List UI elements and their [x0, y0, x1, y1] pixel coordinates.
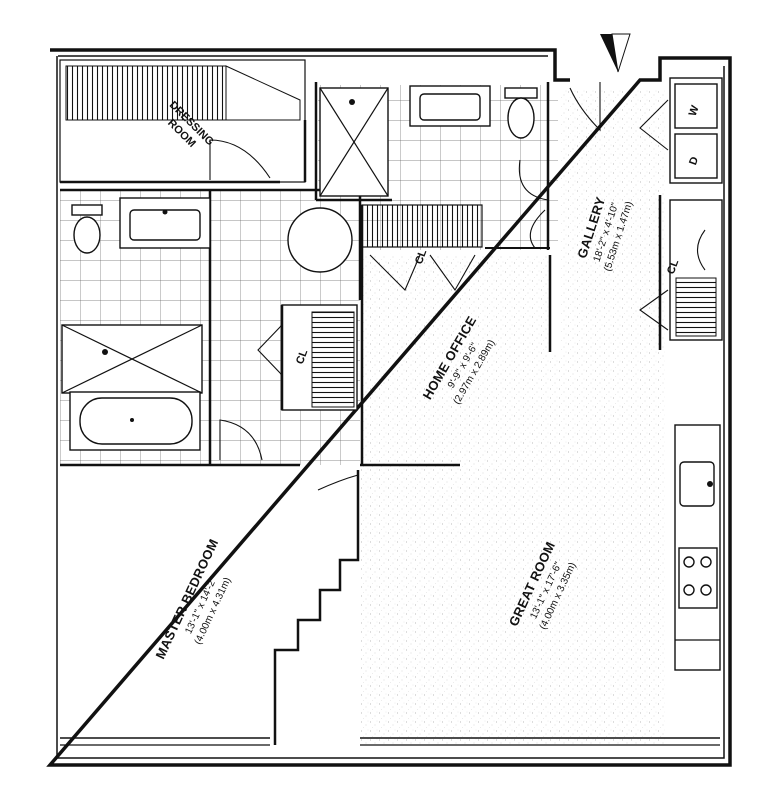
office-closet: [360, 204, 550, 465]
dressing-room: [59, 59, 307, 184]
master-bath: [60, 188, 362, 465]
exterior-walls: [46, 48, 732, 767]
second-bath: [314, 82, 550, 250]
north-arrow-icon: [600, 33, 631, 73]
interior-walls: [60, 463, 460, 745]
office-closet-label: CL: [413, 248, 429, 266]
gallery-area: [548, 77, 723, 352]
bath-closet-label: CL: [294, 348, 310, 366]
kitchen-counter: [674, 424, 721, 671]
speckled-floor: [360, 90, 665, 745]
gallery-closet-label: CL: [665, 258, 681, 276]
dryer-label: D: [687, 155, 701, 167]
home-office-label: HOME OFFICE 9'-9" x 9'-6" (2.97m x 2.89m…: [420, 313, 498, 406]
washer-label: W: [687, 103, 702, 117]
bath-closet: [257, 304, 358, 411]
master-bedroom-label: MASTER BEDROOM 13'-1" x 14'-2" (4.00m x …: [152, 537, 233, 662]
svg-text:MASTER BEDROOM: MASTER BEDROOM: [152, 537, 221, 662]
